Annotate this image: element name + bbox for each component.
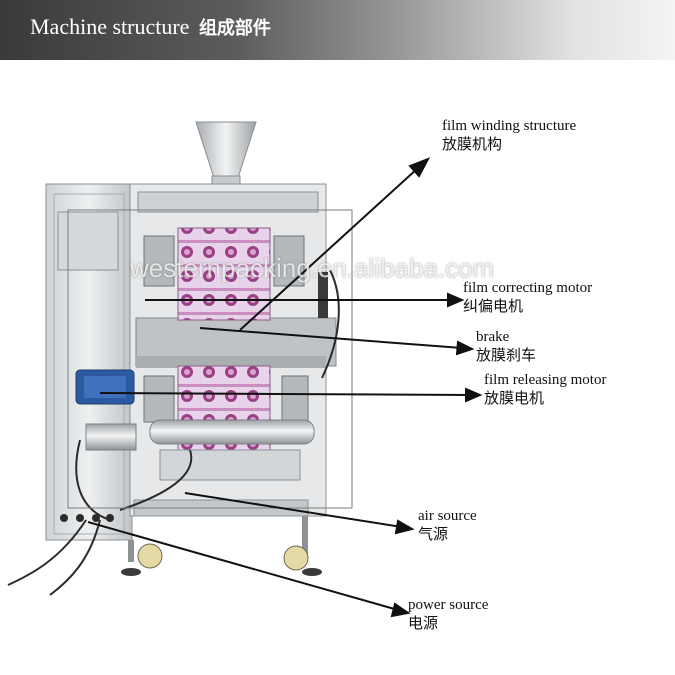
label-power-source: power source 电源 <box>408 596 488 632</box>
hopper <box>195 121 257 187</box>
watermark: westernpacking.en.alibaba.com <box>130 253 495 283</box>
vent-grille <box>57 211 119 271</box>
label-brake-en: brake <box>476 329 510 345</box>
label-film-winding-en: film winding structure <box>442 118 577 134</box>
label-power-source-en: power source <box>408 597 489 613</box>
printed-film <box>177 227 271 463</box>
header-title-en: Machine structure <box>30 14 190 39</box>
film-releasing-motor <box>75 369 135 405</box>
film-mechanism <box>85 235 328 481</box>
label-film-winding-cn: 放膜机构 <box>442 135 503 153</box>
label-brake: brake 放膜刹车 <box>476 328 536 364</box>
label-film-correcting-motor-en: film correcting motor <box>463 280 593 296</box>
highlight-box <box>67 209 353 509</box>
label-air-source-cn: 气源 <box>418 525 449 543</box>
label-air-source: air source 气源 <box>418 507 477 543</box>
header-banner: Machine structure 组成部件 <box>0 0 675 60</box>
label-film-correcting-motor: film correcting motor 纠偏电机 <box>463 279 592 315</box>
label-film-correcting-motor-cn: 纠偏电机 <box>463 297 524 315</box>
label-film-releasing-motor: film releasing motor 放膜电机 <box>484 371 606 407</box>
annotation-arrows <box>87 157 483 618</box>
label-brake-cn: 放膜刹车 <box>476 346 537 364</box>
label-film-winding: film winding structure 放膜机构 <box>442 117 576 153</box>
header-title-cn: 组成部件 <box>198 18 271 39</box>
cables <box>7 269 340 596</box>
header-title: Machine structure 组成部件 <box>30 14 271 40</box>
label-power-source-cn: 电源 <box>408 614 439 632</box>
label-air-source-en: air source <box>418 508 477 524</box>
connection-ports <box>60 514 114 522</box>
machine-illustration <box>7 121 483 618</box>
label-film-releasing-motor-cn: 放膜电机 <box>484 389 545 407</box>
label-film-releasing-motor-en: film releasing motor <box>484 372 607 388</box>
casters <box>121 516 322 576</box>
control-cabinet <box>45 183 133 541</box>
